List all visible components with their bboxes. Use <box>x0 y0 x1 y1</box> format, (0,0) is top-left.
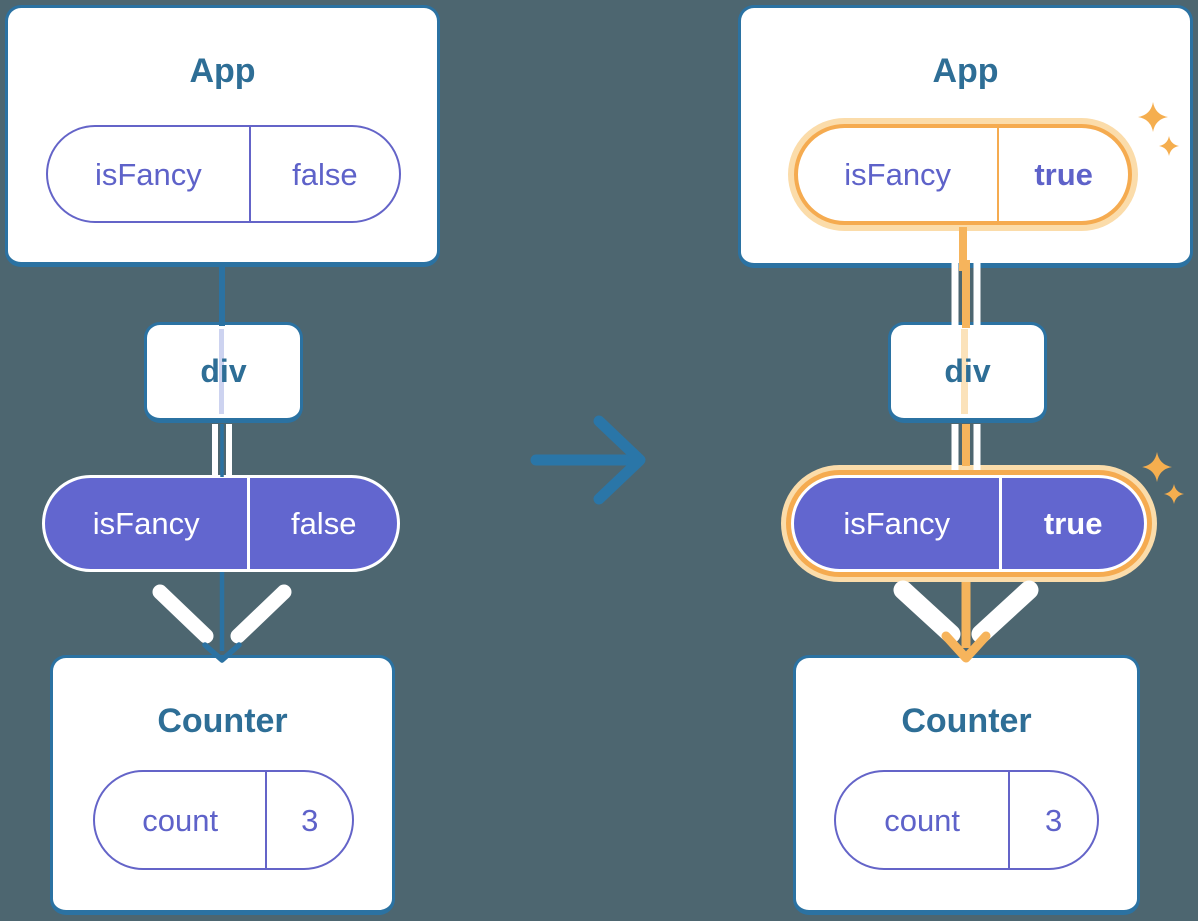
prop-key: isFancy <box>92 506 200 541</box>
prop-value: true <box>997 128 1128 221</box>
prop-key: isFancy <box>844 157 952 192</box>
prop-key: isFancy <box>94 156 202 192</box>
prop-value: false <box>248 127 399 221</box>
state-pill: count 3 <box>834 770 1099 870</box>
prop-passthrough-line <box>219 329 224 414</box>
counter-card: Counter count 3 <box>50 655 395 915</box>
div-card: div <box>144 322 303 423</box>
div-label: div <box>944 353 991 389</box>
passed-prop-pill: isFancy false <box>42 475 400 572</box>
state-key: count <box>142 802 219 838</box>
div-card: div <box>888 322 1047 423</box>
prop-passthrough-line <box>961 329 968 414</box>
passed-prop-pill-highlighted: isFancy true <box>791 475 1147 572</box>
app-title: App <box>189 52 256 90</box>
state-value: 3 <box>265 772 352 868</box>
counter-card: Counter count 3 <box>793 655 1140 915</box>
prop-value: true <box>999 478 1144 569</box>
down-arrow-icon <box>893 580 1039 663</box>
app-card: App isFancy true <box>738 5 1193 271</box>
sparkle-icon <box>1142 452 1184 504</box>
app-card: App isFancy false <box>5 5 440 267</box>
state-value: 3 <box>1008 772 1097 868</box>
prop-key: isFancy <box>843 506 951 541</box>
prop-pill-highlighted: isFancy true <box>794 124 1132 225</box>
counter-title: Counter <box>157 702 288 740</box>
prop-pill: isFancy false <box>46 125 401 223</box>
app-title: App <box>932 52 999 90</box>
right-arrow-icon <box>530 415 646 505</box>
state-pill: count 3 <box>93 770 354 870</box>
div-label: div <box>200 353 247 389</box>
prop-flow-line <box>959 227 967 271</box>
state-key: count <box>884 802 961 838</box>
counter-title: Counter <box>901 702 1032 740</box>
prop-value: false <box>247 478 397 569</box>
